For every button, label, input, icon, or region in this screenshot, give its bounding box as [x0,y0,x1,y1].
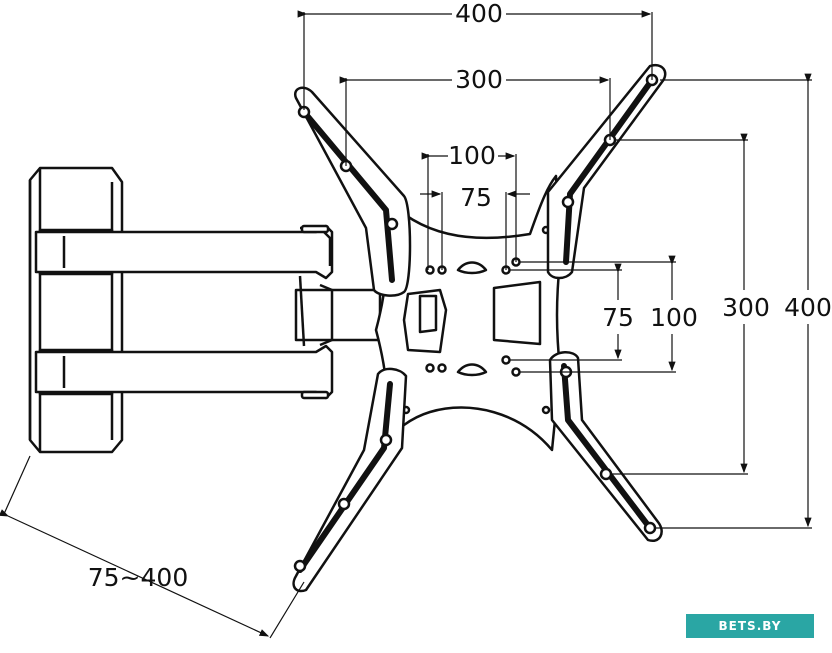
wall-plate [28,166,124,454]
watermark-text: BETS.BY [718,619,782,633]
articulating-arms [34,224,382,400]
bracket-leg-top-right [546,63,667,280]
bracket-leg-bottom-left [292,367,408,593]
dim-extension-label: 75~400 [88,563,188,592]
dim-right-400-label: 400 [784,293,832,322]
vesa-plate [374,174,562,452]
dim-top-75-label: 75 [460,183,492,212]
bracket-leg-bottom-right [548,351,663,543]
dim-right-300-label: 300 [722,293,770,322]
dim-top-300-label: 300 [455,65,503,94]
dim-right-75-label: 75 [602,303,634,332]
dim-right-100-label: 100 [650,303,698,332]
dim-top-400-label: 400 [455,0,503,28]
site-watermark: BETS.BY [686,614,814,638]
dim-top-100-label: 100 [448,141,496,170]
dimension-labels: 400 300 100 75 400 300 100 75 75~400 [88,0,832,592]
